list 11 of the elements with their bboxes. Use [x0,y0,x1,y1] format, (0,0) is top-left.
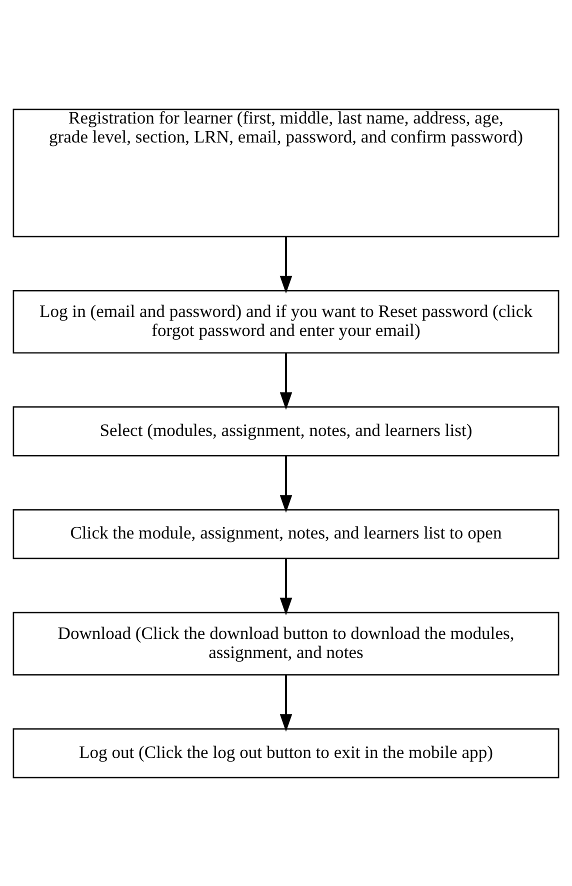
node-box: Log out (Click the log out button to exit in the mobile app) [12,728,560,778]
arrow [280,352,292,410]
arrow [280,236,292,293]
node-box: Log in (email and password) and if you want to Reset password (click forgot password and enter your email) [12,289,560,354]
arrow [280,674,292,732]
node-box: Registration for learner (first, middle, last name, address, age, grade level, section, LRN, email, password, and confirm password) [12,108,560,237]
arrow [280,455,292,512]
node-box: Click the module, assignment, notes, and learners list to open [12,508,560,559]
node-box: Download (Click the download button to download the modules, assignment, and notes [12,611,560,675]
arrow [280,558,292,615]
node-box: Select (modules, assignment, notes, and learners list) [12,406,560,456]
